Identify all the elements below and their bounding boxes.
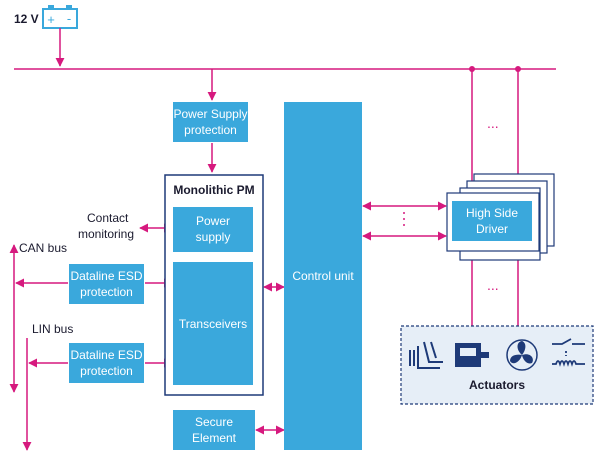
power-supply-protection-block [173, 102, 248, 142]
actuators-label: Actuators [469, 378, 525, 392]
lin-bus-label: LIN bus [32, 322, 73, 336]
ellipsis-top: ... [487, 115, 499, 131]
can-bus-label: CAN bus [19, 241, 67, 255]
voltage-label: 12 V [14, 12, 39, 26]
battery-terminal-left [48, 5, 54, 9]
junction-dot [515, 66, 521, 72]
high-side-driver-stack: High Side Driver [446, 173, 555, 261]
power-supply-block [173, 207, 253, 252]
dataline-esd-can-label-1: Dataline ESD [70, 269, 142, 283]
transceivers-label: Transceivers [179, 317, 247, 331]
motor-icon [455, 343, 489, 367]
high-side-driver-label-1: High Side [466, 206, 518, 220]
dataline-esd-lin-block [69, 343, 144, 383]
dataline-esd-can-label-2: protection [80, 285, 133, 299]
fan-icon [506, 339, 538, 371]
battery-terminal-right [66, 5, 72, 9]
secure-element-label-1: Secure [195, 415, 233, 429]
secure-element-label-2: Element [192, 431, 237, 445]
high-side-driver-label-2: Driver [476, 222, 508, 236]
power-supply-protection-label-2: protection [184, 123, 237, 137]
ellipsis-bottom: ... [487, 277, 499, 293]
transceivers-block [173, 262, 253, 385]
control-unit-block [284, 102, 362, 450]
seat-icon [409, 341, 443, 369]
relay-icon [552, 338, 585, 367]
battery-plus: + [47, 12, 55, 27]
contact-monitoring-label-2: monitoring [78, 227, 134, 241]
contact-monitoring-label-1: Contact [87, 211, 129, 225]
secure-element-block [173, 410, 255, 450]
dataline-esd-lin-label-1: Dataline ESD [70, 348, 142, 362]
power-supply-label-1: Power [196, 214, 230, 228]
junction-dot [469, 66, 475, 72]
power-supply-label-2: supply [196, 230, 231, 244]
monolithic-pm-title: Monolithic PM [173, 183, 254, 197]
control-unit-label: Control unit [292, 269, 354, 283]
high-side-driver-block [452, 201, 532, 241]
power-supply-protection-label-1: Power Supply [173, 107, 247, 121]
actuators-frame [400, 325, 594, 405]
dataline-esd-lin-label-2: protection [80, 364, 133, 378]
battery-minus: - [67, 11, 71, 26]
battery: 12 V + - [14, 5, 78, 29]
connection-lines [9, 28, 556, 451]
dataline-esd-can-block [69, 264, 144, 304]
